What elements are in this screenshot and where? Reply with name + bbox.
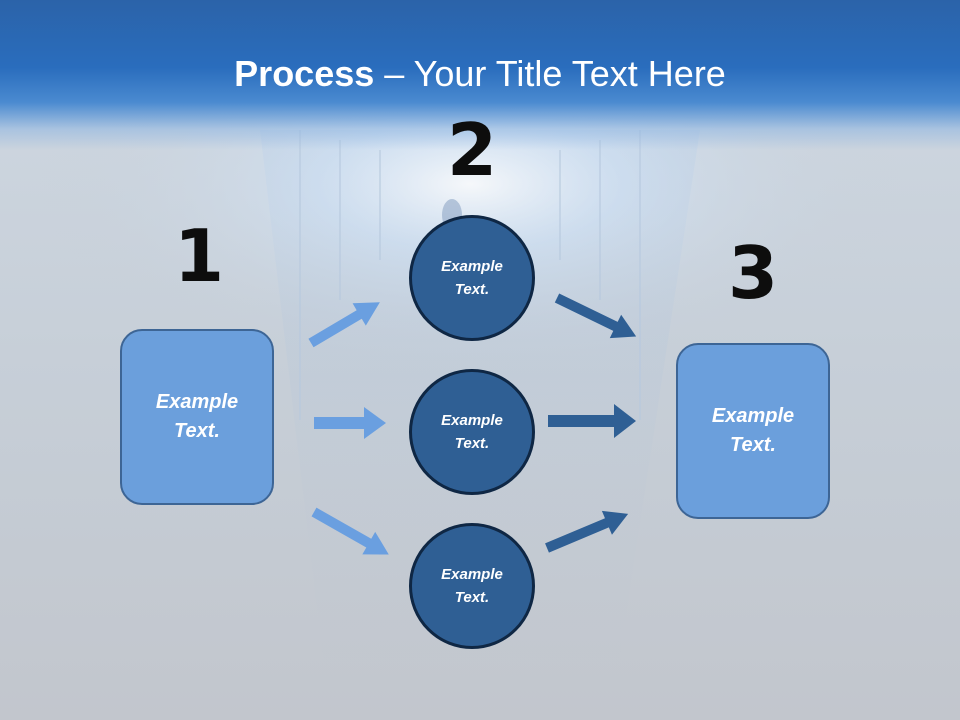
circle-middle-text: Example Text. [441, 409, 503, 455]
arrow-1-to-top-icon [308, 302, 380, 348]
step-3-box-text: Example Text. [712, 402, 794, 460]
step-1-box-line-1: Example [155, 391, 239, 413]
step-3-box-line-1: Example [711, 405, 795, 427]
title-bold: Process [234, 53, 375, 94]
title-rest: – Your Title Text Here [374, 53, 726, 94]
circle-top-text: Example Text. [441, 255, 503, 301]
circle-top-line-2: Text. [454, 281, 490, 298]
title-banner [0, 0, 960, 150]
circle-middle-line-2: Text. [454, 435, 490, 452]
arrow-middle-to-3-icon [548, 404, 636, 438]
step-2-circle-middle[interactable]: Example Text. [409, 369, 535, 495]
circle-bottom-text: Example Text. [441, 563, 503, 609]
step-number-2: 2 [446, 108, 498, 192]
step-number-3: 3 [727, 231, 779, 315]
step-1-box-text: Example Text. [156, 388, 238, 446]
step-1-box[interactable]: Example Text. [120, 329, 274, 505]
step-number-1: 1 [173, 214, 225, 298]
circle-bottom-line-2: Text. [454, 589, 490, 606]
arrow-bottom-to-3-icon [545, 510, 629, 553]
arrow-1-to-bottom-icon [311, 507, 389, 555]
step-1-box-line-2: Text. [174, 420, 220, 442]
step-2-circle-top[interactable]: Example Text. [409, 215, 535, 341]
step-3-box-line-2: Text. [730, 434, 776, 456]
arrow-1-to-middle-icon [314, 407, 386, 439]
circle-top-line-1: Example [441, 258, 503, 275]
circle-bottom-line-1: Example [441, 566, 503, 583]
step-2-circle-bottom[interactable]: Example Text. [409, 523, 535, 649]
circle-middle-line-1: Example [441, 412, 503, 429]
step-3-box[interactable]: Example Text. [676, 343, 830, 519]
slide-title: Process – Your Title Text Here [0, 52, 960, 96]
arrow-top-to-3-icon [554, 293, 637, 339]
